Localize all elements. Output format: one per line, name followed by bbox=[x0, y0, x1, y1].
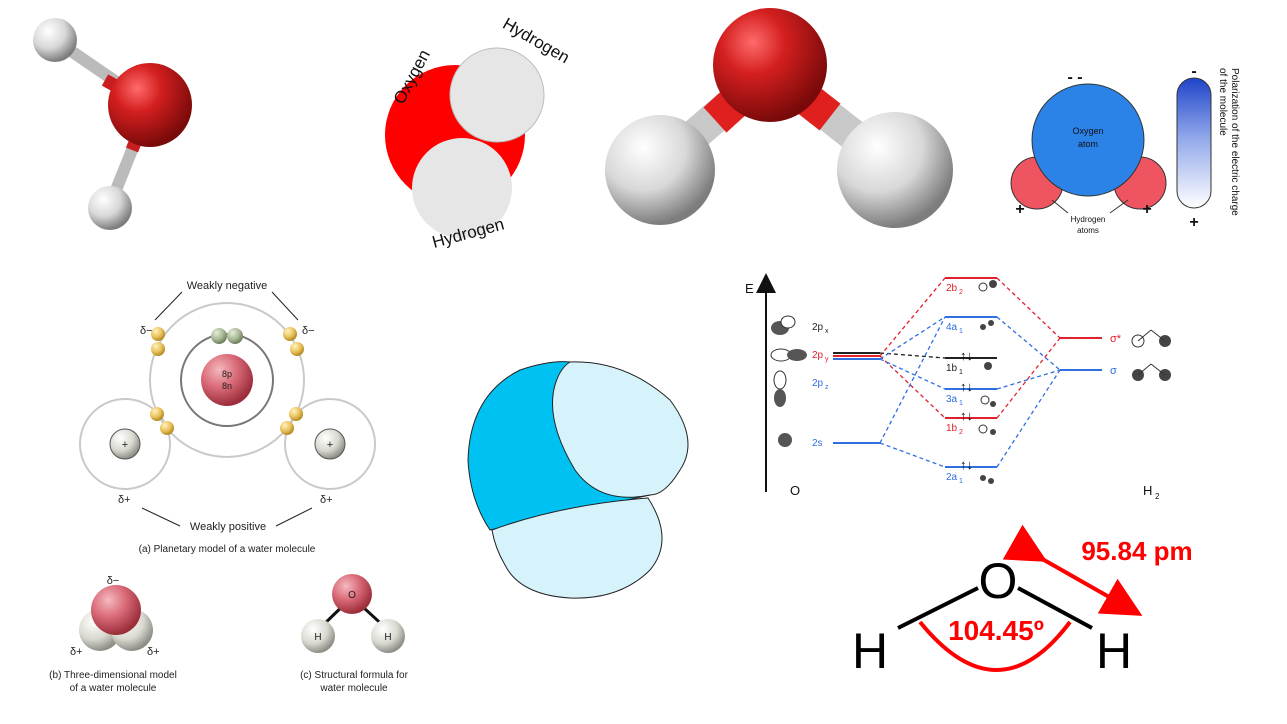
mo-1b2: 1b bbox=[946, 423, 958, 434]
nucleus-protons: 8p bbox=[222, 369, 232, 379]
caption-a: (a) Planetary model of a water molecule bbox=[139, 544, 316, 555]
hydrogen-nucleus-left bbox=[109, 428, 141, 460]
left-level-2pz-sub: z bbox=[825, 384, 829, 391]
oxygen-atom bbox=[1031, 83, 1145, 197]
caption-b-line1: (b) Three-dimensional model bbox=[49, 670, 177, 681]
delta-plus-3d-right: δ+ bbox=[147, 646, 160, 658]
right-level-sigma: σ bbox=[1110, 365, 1117, 377]
mo-3a1: 3a bbox=[946, 394, 958, 405]
oxygen-atom bbox=[713, 8, 827, 122]
space-filling-model-labelled: Oxygen Hydrogen Hydrogen bbox=[385, 14, 573, 252]
oxygen-nucleus bbox=[201, 354, 253, 406]
three-d-model bbox=[91, 585, 141, 635]
struct-o-label: O bbox=[348, 590, 356, 601]
delta-plus-left: δ+ bbox=[118, 494, 131, 506]
left-level-2px-sub: x bbox=[825, 328, 829, 335]
left-level-2pz: 2p bbox=[812, 378, 824, 389]
atom-o: O bbox=[979, 553, 1018, 609]
caption-c-line2: water molecule bbox=[319, 683, 388, 694]
caption-c-line1: (c) Structural formula for bbox=[300, 670, 408, 681]
bar-top-sign: - bbox=[1191, 63, 1196, 80]
mo-2a1-sub: 1 bbox=[959, 478, 963, 485]
oxygen-label-line2: atom bbox=[1078, 139, 1098, 149]
struct-hydrogen-right bbox=[371, 619, 405, 653]
nucleus-neutrons: 8n bbox=[222, 381, 232, 391]
struct-oxygen bbox=[332, 574, 372, 614]
delta-plus-3d-left: δ+ bbox=[70, 646, 83, 658]
molecular-orbital-diagram: E O H 2 2p x 2p y 2p z 2s 2b 2 4a 1 1b bbox=[745, 273, 1171, 501]
hydrogen-atom-top bbox=[33, 18, 77, 62]
polarization-diagram: Oxygen atom - - + + Hydrogen atoms - + P… bbox=[1010, 63, 1240, 235]
electron-pair-2a1: ↑↓ bbox=[960, 457, 973, 472]
plus-right: + bbox=[327, 439, 333, 451]
delta-minus-right: δ− bbox=[302, 325, 315, 337]
left-level-2py: 2p bbox=[812, 350, 824, 361]
bond-length-arrow bbox=[1002, 524, 1143, 616]
mo-3a1-sub: 1 bbox=[959, 400, 963, 407]
struct-hydrogen-left bbox=[301, 619, 335, 653]
energy-axis-label: E bbox=[745, 281, 754, 296]
struct-h2-label: H bbox=[384, 632, 391, 643]
bond-length-label: 95.84 pm bbox=[1081, 536, 1192, 566]
left-level-2s: 2s bbox=[812, 438, 823, 449]
mo-4a1-sub: 1 bbox=[959, 328, 963, 335]
mo-2b2-sub: 2 bbox=[959, 289, 963, 296]
electron-pair-1b1: ↑↓ bbox=[960, 348, 973, 363]
mo-4a1: 4a bbox=[946, 322, 958, 333]
hydrogen-atom-bottom bbox=[88, 186, 132, 230]
ball-stick-model-large bbox=[605, 8, 953, 228]
mo-2b2: 2b bbox=[946, 283, 958, 294]
left-level-2px: 2p bbox=[812, 322, 824, 333]
ball-stick-model-small bbox=[33, 18, 192, 230]
bar-bottom-sign: + bbox=[1189, 214, 1198, 231]
mo-1b1: 1b bbox=[946, 363, 958, 374]
electron-pair-1b2: ↑↓ bbox=[960, 408, 973, 423]
bond-angle-label: 104.45º bbox=[948, 615, 1044, 646]
plus-left: + bbox=[122, 439, 128, 451]
right-atom-sub: 2 bbox=[1155, 492, 1160, 501]
bond-left bbox=[897, 586, 979, 630]
hydrogen-atom-right bbox=[837, 112, 953, 228]
left-charge: + bbox=[1015, 201, 1024, 218]
bond-geometry-diagram: O H H 104.45º 95.84 pm bbox=[852, 524, 1193, 679]
weakly-negative-label: Weakly negative bbox=[187, 280, 268, 292]
angle-arc bbox=[918, 620, 1072, 672]
oxygen-label-line1: Oxygen bbox=[1072, 126, 1103, 136]
delta-minus-left: δ− bbox=[140, 325, 153, 337]
top-charge: - - bbox=[1067, 69, 1082, 86]
mo-1b1-sub: 1 bbox=[959, 369, 963, 376]
outline-space-filling-model bbox=[467, 361, 689, 599]
delta-plus-right: δ+ bbox=[320, 494, 333, 506]
mo-1b2-sub: 2 bbox=[959, 429, 963, 436]
bar-caption-line1: Polarization of the electric charge bbox=[1229, 68, 1240, 216]
atom-h-right: H bbox=[1096, 623, 1132, 679]
electron-pair-3a1: ↑↓ bbox=[960, 379, 973, 394]
hydrogen-label-line1: Hydrogen bbox=[1071, 215, 1106, 224]
hydrogen-nucleus-right bbox=[314, 428, 346, 460]
bar-caption-line2: of the molecule bbox=[1217, 68, 1228, 136]
atom-h-left: H bbox=[852, 623, 888, 679]
hydrogen-atom-left bbox=[605, 115, 715, 225]
planetary-model: Weakly negative δ− δ− 8p 8n + + δ+ δ+ We… bbox=[49, 280, 408, 694]
oxygen-atom bbox=[108, 63, 192, 147]
struct-h1-label: H bbox=[314, 632, 321, 643]
left-atom-label: O bbox=[790, 483, 800, 498]
caption-b-line2: of a water molecule bbox=[70, 683, 157, 694]
mo-2a1: 2a bbox=[946, 472, 958, 483]
delta-minus-3d: δ− bbox=[107, 575, 120, 587]
left-level-2py-sub: y bbox=[825, 356, 829, 363]
weakly-positive-label: Weakly positive bbox=[190, 521, 266, 533]
polarization-bar bbox=[1176, 77, 1212, 209]
right-level-sigma-star: σ* bbox=[1110, 333, 1122, 345]
right-atom-label: H bbox=[1143, 483, 1152, 498]
right-charge: + bbox=[1142, 201, 1151, 218]
hydrogen-label-line2: atoms bbox=[1077, 226, 1099, 235]
